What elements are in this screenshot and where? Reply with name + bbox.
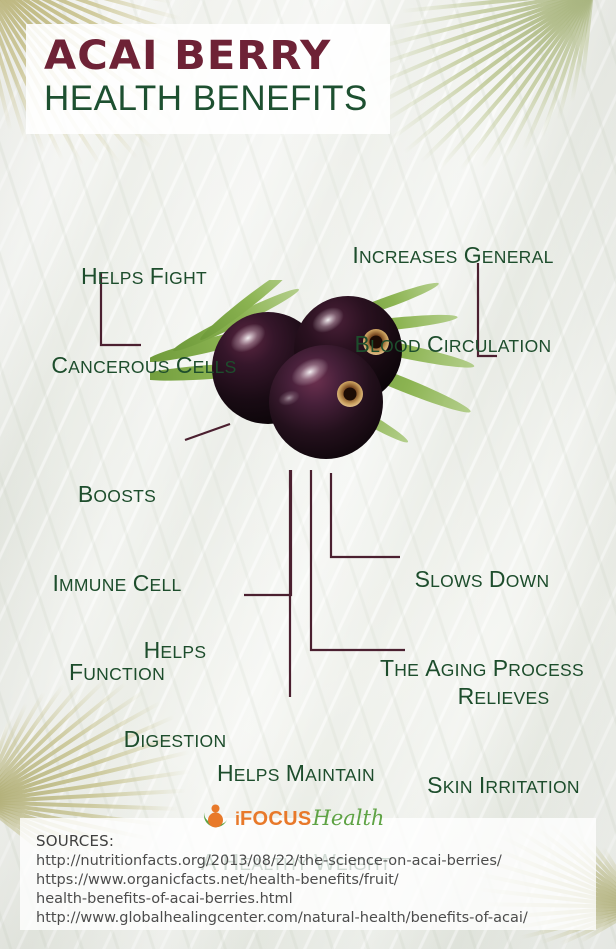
benefit-line: BLOOD CIRCULATION — [354, 331, 552, 357]
logo-focus: FOCUS — [240, 807, 312, 830]
benefit-line: BOOSTS — [77, 481, 157, 507]
ifocus-health-logo[interactable]: i FOCUS Health — [200, 798, 384, 838]
connector-skin — [309, 470, 405, 652]
benefit-line: SLOWS DOWN — [414, 566, 550, 592]
benefit-label-circulation: INCREASES GENERAL BLOOD CIRCULATION — [328, 183, 578, 419]
benefit-label-digestion: HELPS DIGESTION — [100, 578, 250, 814]
berry-calyx-front — [337, 381, 363, 407]
connector-immune — [184, 422, 231, 442]
benefit-line: CANCEROUS CELLS — [51, 352, 237, 378]
connector-aging — [329, 473, 400, 559]
berry-front — [269, 345, 383, 459]
logo-i: i — [235, 808, 241, 829]
benefit-label-aging: SLOWS DOWN THE AGING PROCESS — [362, 507, 602, 743]
benefit-label-immune: BOOSTS IMMUNE CELL FUNCTION — [22, 422, 212, 747]
benefit-label-cancer: HELPS FIGHT CANCEROUS CELLS — [34, 204, 254, 440]
page-subtitle: HEALTH BENEFITS — [44, 79, 368, 118]
benefit-line: FUNCTION — [68, 659, 166, 685]
logo-wordmark: i FOCUS Health — [235, 806, 384, 831]
sources-block: SOURCES: http://nutritionfacts.org/2013/… — [36, 832, 528, 928]
benefit-line: HELPS — [143, 637, 207, 663]
benefit-line: THE AGING PROCESS — [379, 655, 584, 681]
benefit-line: SKIN IRRITATION — [427, 772, 580, 798]
connector-cancer — [99, 272, 141, 347]
connector-digestion — [244, 470, 293, 597]
benefit-line: IMMUNE CELL — [52, 570, 182, 596]
berry-calyx-right — [363, 329, 389, 355]
person-in-circle-icon — [203, 804, 228, 828]
acai-berry-illustration — [138, 268, 480, 480]
benefit-line: HELPS FIGHT — [80, 263, 208, 289]
benefit-line: INCREASES GENERAL — [352, 242, 554, 268]
source-url[interactable]: http://www.globalhealingcenter.com/natur… — [36, 910, 528, 926]
footer-panel — [20, 818, 596, 930]
benefit-line: HELPS MAINTAIN — [216, 760, 375, 786]
source-url[interactable]: https://www.organicfacts.net/health-bene… — [36, 872, 399, 888]
title-panel: ACAI BERRY HEALTH BENEFITS — [26, 24, 390, 134]
logo-health: Health — [312, 805, 385, 830]
benefit-line: DIGESTION — [123, 726, 227, 752]
page-title: ACAI BERRY — [44, 33, 332, 79]
source-url[interactable]: health-benefits-of-acai-berries.html — [36, 891, 293, 907]
connector-circulation — [476, 263, 497, 358]
benefit-line: RELIEVES — [457, 683, 550, 709]
source-url[interactable]: http://nutritionfacts.org/2013/08/22/the… — [36, 853, 502, 869]
benefit-label-skin: RELIEVES SKIN IRRITATION — [406, 624, 601, 860]
sources-title: SOURCES: — [36, 832, 115, 850]
